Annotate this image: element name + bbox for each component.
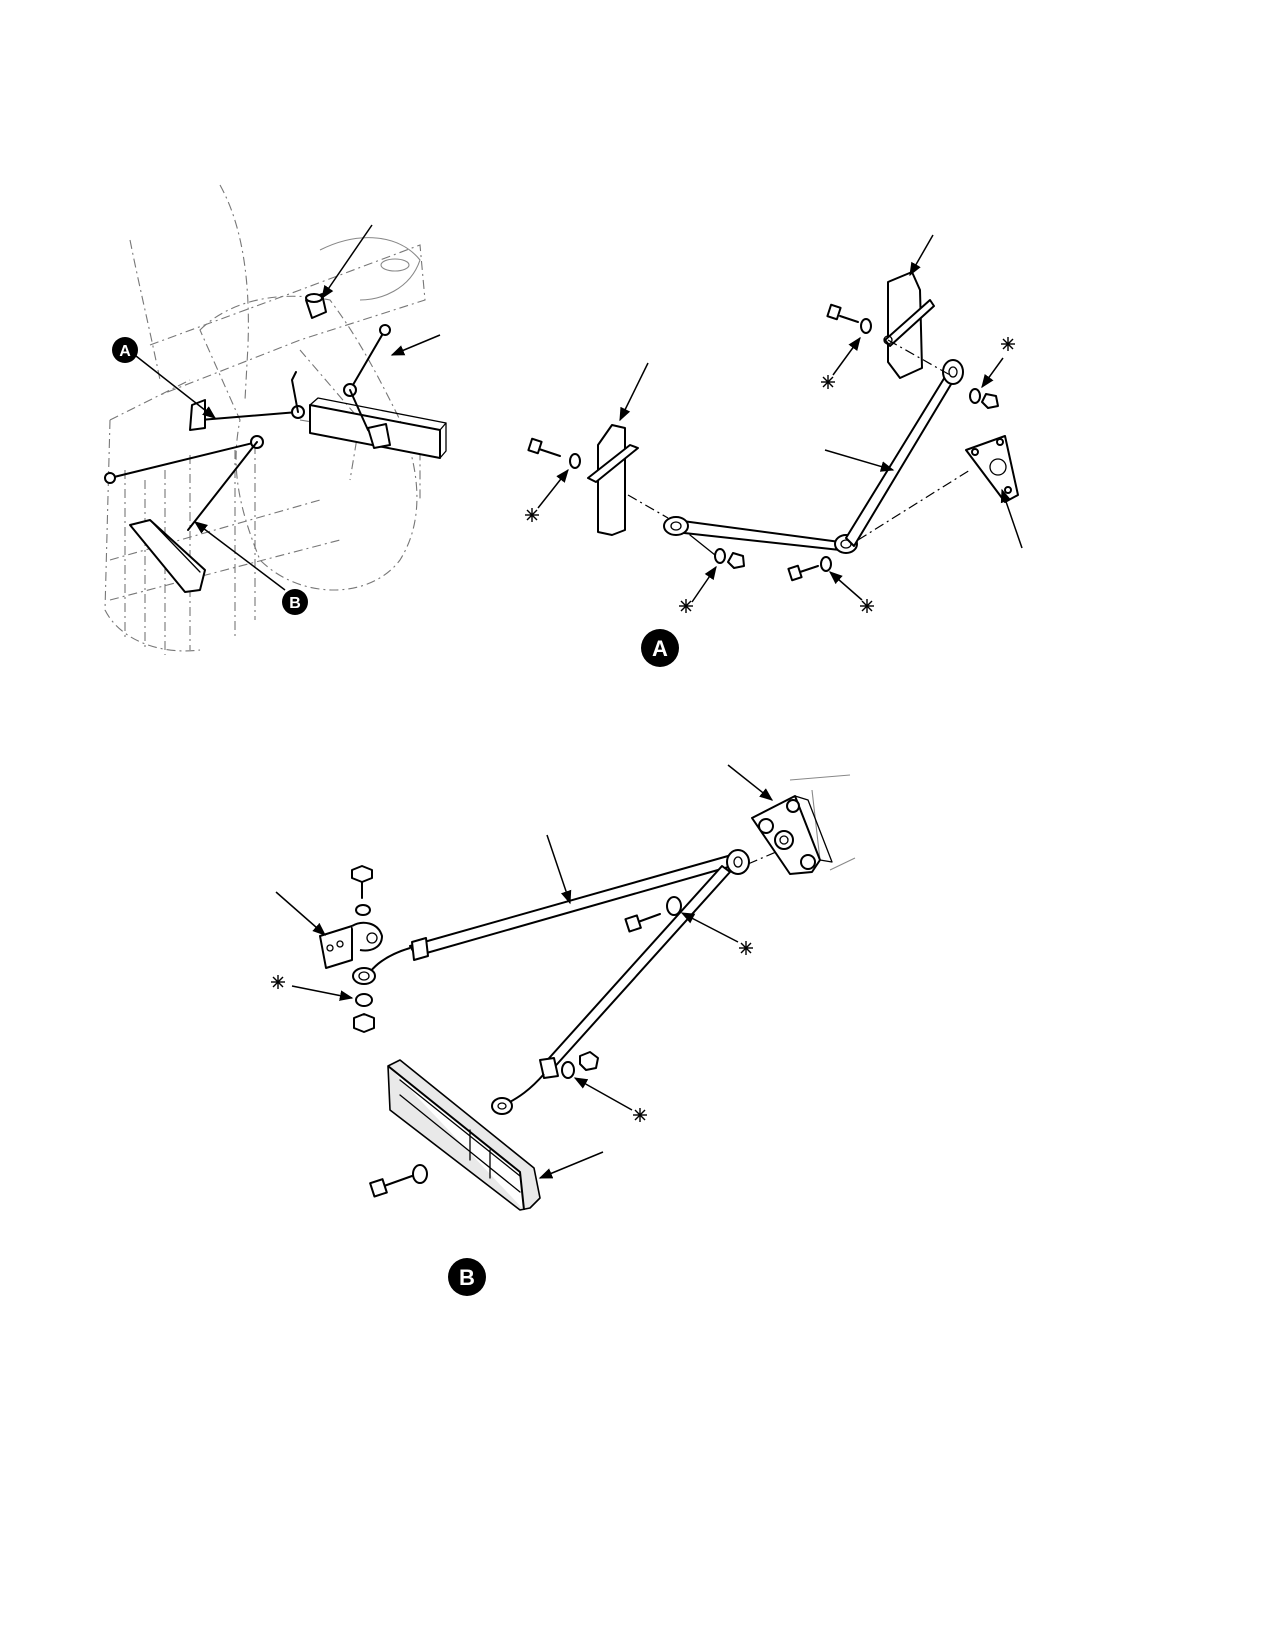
detail-a-left-bracket bbox=[587, 362, 649, 536]
callout-b-overview: B bbox=[282, 589, 308, 615]
detail-b-upper-rod bbox=[352, 834, 750, 985]
callout-a-overview: A bbox=[112, 337, 138, 363]
detail-b-view: B bbox=[270, 764, 856, 1296]
callout-b-overview-label: B bbox=[289, 595, 301, 612]
detail-b-left-bracket bbox=[275, 891, 383, 969]
detail-a-mid-fastener bbox=[678, 534, 745, 614]
detail-a-top-right-fastener bbox=[969, 336, 1016, 409]
detail-b-pedal-pad bbox=[387, 1059, 604, 1211]
detail-a-right-bolt bbox=[787, 556, 875, 614]
detail-a-top-bracket bbox=[883, 234, 951, 379]
callout-a-detail: A bbox=[641, 629, 679, 667]
detail-b-stacked-bolt-bottom bbox=[270, 974, 375, 1033]
detail-a-top-bolt bbox=[820, 303, 872, 390]
detail-a-lower-rod bbox=[663, 516, 858, 554]
overview-view: A B bbox=[104, 184, 447, 655]
detail-a-view: A bbox=[524, 234, 1023, 667]
callout-a-detail-label: A bbox=[652, 636, 668, 661]
detail-b-lower-rod bbox=[491, 865, 731, 1115]
detail-b-triangle-plate bbox=[727, 764, 833, 875]
detail-a-triangle-plate bbox=[857, 435, 1023, 549]
detail-b-upper-bolt bbox=[624, 896, 754, 956]
detail-b-housing-phantom bbox=[789, 774, 856, 871]
detail-b-stacked-bolt-top bbox=[351, 865, 373, 916]
callout-b-detail-label: B bbox=[459, 1265, 475, 1290]
overview-linkage bbox=[104, 293, 447, 593]
callout-b-detail: B bbox=[448, 1258, 486, 1296]
detail-a-upper-rod bbox=[824, 359, 964, 547]
detail-a-left-bolt bbox=[524, 437, 581, 523]
overview-leaders bbox=[135, 224, 441, 591]
callout-a-overview-label: A bbox=[119, 343, 131, 360]
detail-b-lower-fastener bbox=[561, 1051, 648, 1123]
detail-b-pedal-bolt bbox=[369, 1164, 428, 1198]
